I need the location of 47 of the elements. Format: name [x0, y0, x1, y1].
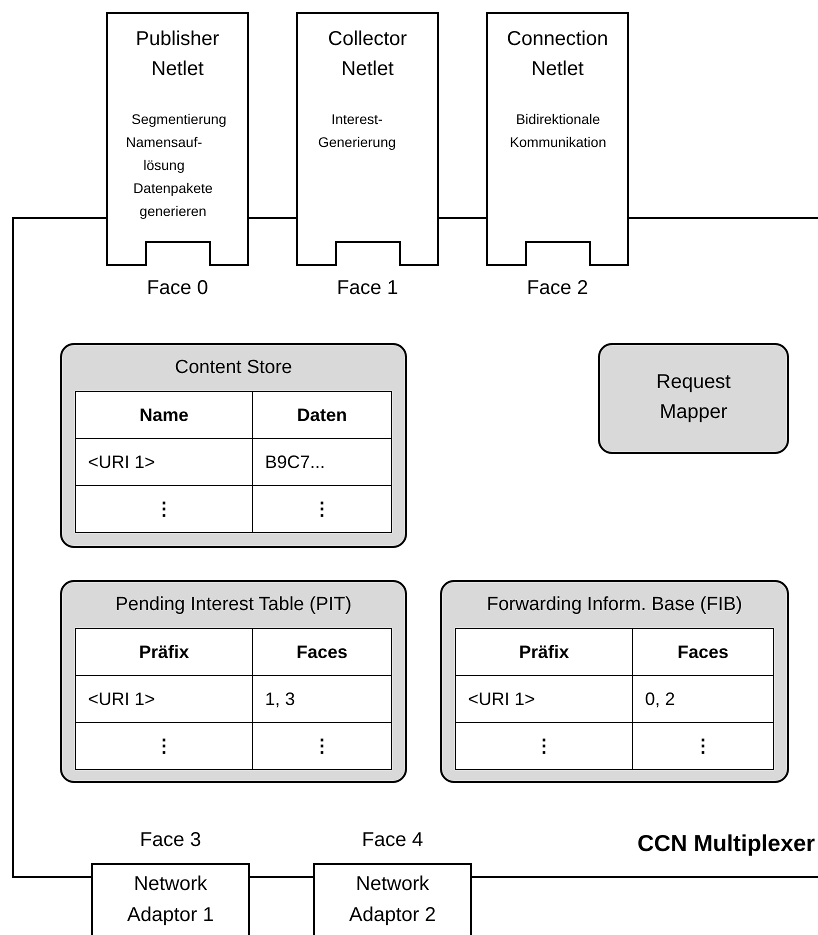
table-panel	[60, 580, 407, 783]
table-cell: <URI 1>	[76, 676, 252, 722]
table-cell: ⋮	[252, 722, 392, 770]
face-label: Face 2	[526, 276, 590, 300]
header-cell: Präfix	[456, 628, 632, 676]
table-cell: <URI 1>	[76, 438, 252, 486]
netlet-box	[486, 12, 629, 266]
adaptor-box	[91, 863, 250, 935]
table-cell: <URI 1>	[456, 676, 632, 722]
table-panel	[60, 343, 407, 548]
component-label: Request Mapper	[655, 370, 732, 425]
panel-title: Content Store	[174, 357, 294, 380]
table-panel	[440, 580, 789, 783]
face-label: Face 0	[146, 276, 210, 300]
component-box	[598, 343, 789, 454]
header-cell: Präfix	[76, 628, 252, 676]
table-cell: ⋮	[76, 722, 252, 770]
face-label: Face 3	[138, 828, 202, 852]
netlet-description: Bidirektionale Kommunikation	[508, 110, 608, 152]
face-label: Face 1	[336, 276, 400, 300]
netlet-description: Namensauf- lösung	[124, 133, 204, 175]
panel-title: Pending Interest Table (PIT)	[114, 594, 353, 617]
netlet-box	[296, 12, 439, 266]
header-cell: Daten	[252, 392, 392, 438]
multiplexer-label: CCN Multiplexer	[637, 830, 815, 858]
header-cell: Faces	[252, 628, 392, 676]
panel-title: Forwarding Inform. Base (FIB)	[486, 594, 744, 617]
table-cell: 0, 2	[632, 676, 774, 722]
table-cell: 1, 3	[252, 676, 392, 722]
header-cell: Name	[76, 392, 252, 438]
netlet-description: Interest- Generierung	[317, 110, 397, 152]
table-cell: B9C7...	[252, 438, 392, 486]
table-cell: ⋮	[76, 486, 252, 532]
header-cell: Faces	[632, 628, 774, 676]
netlet-description: Datenpakete generieren	[132, 179, 214, 221]
table-cell: ⋮	[456, 722, 632, 770]
netlet-title: Collector Netlet	[327, 27, 408, 82]
netlet-title: Publisher Netlet	[134, 27, 220, 82]
netlet-title: Connection Netlet	[506, 27, 610, 82]
adaptor-label: Network Adaptor 1	[126, 872, 215, 928]
table-cell: ⋮	[252, 486, 392, 532]
face-label: Face 4	[360, 828, 424, 852]
netlet-box	[106, 12, 249, 266]
adaptor-box	[313, 863, 472, 935]
adaptor-label: Network Adaptor 2	[348, 872, 437, 928]
table-cell: ⋮	[632, 722, 774, 770]
netlet-description: Segmentierung	[130, 110, 228, 129]
